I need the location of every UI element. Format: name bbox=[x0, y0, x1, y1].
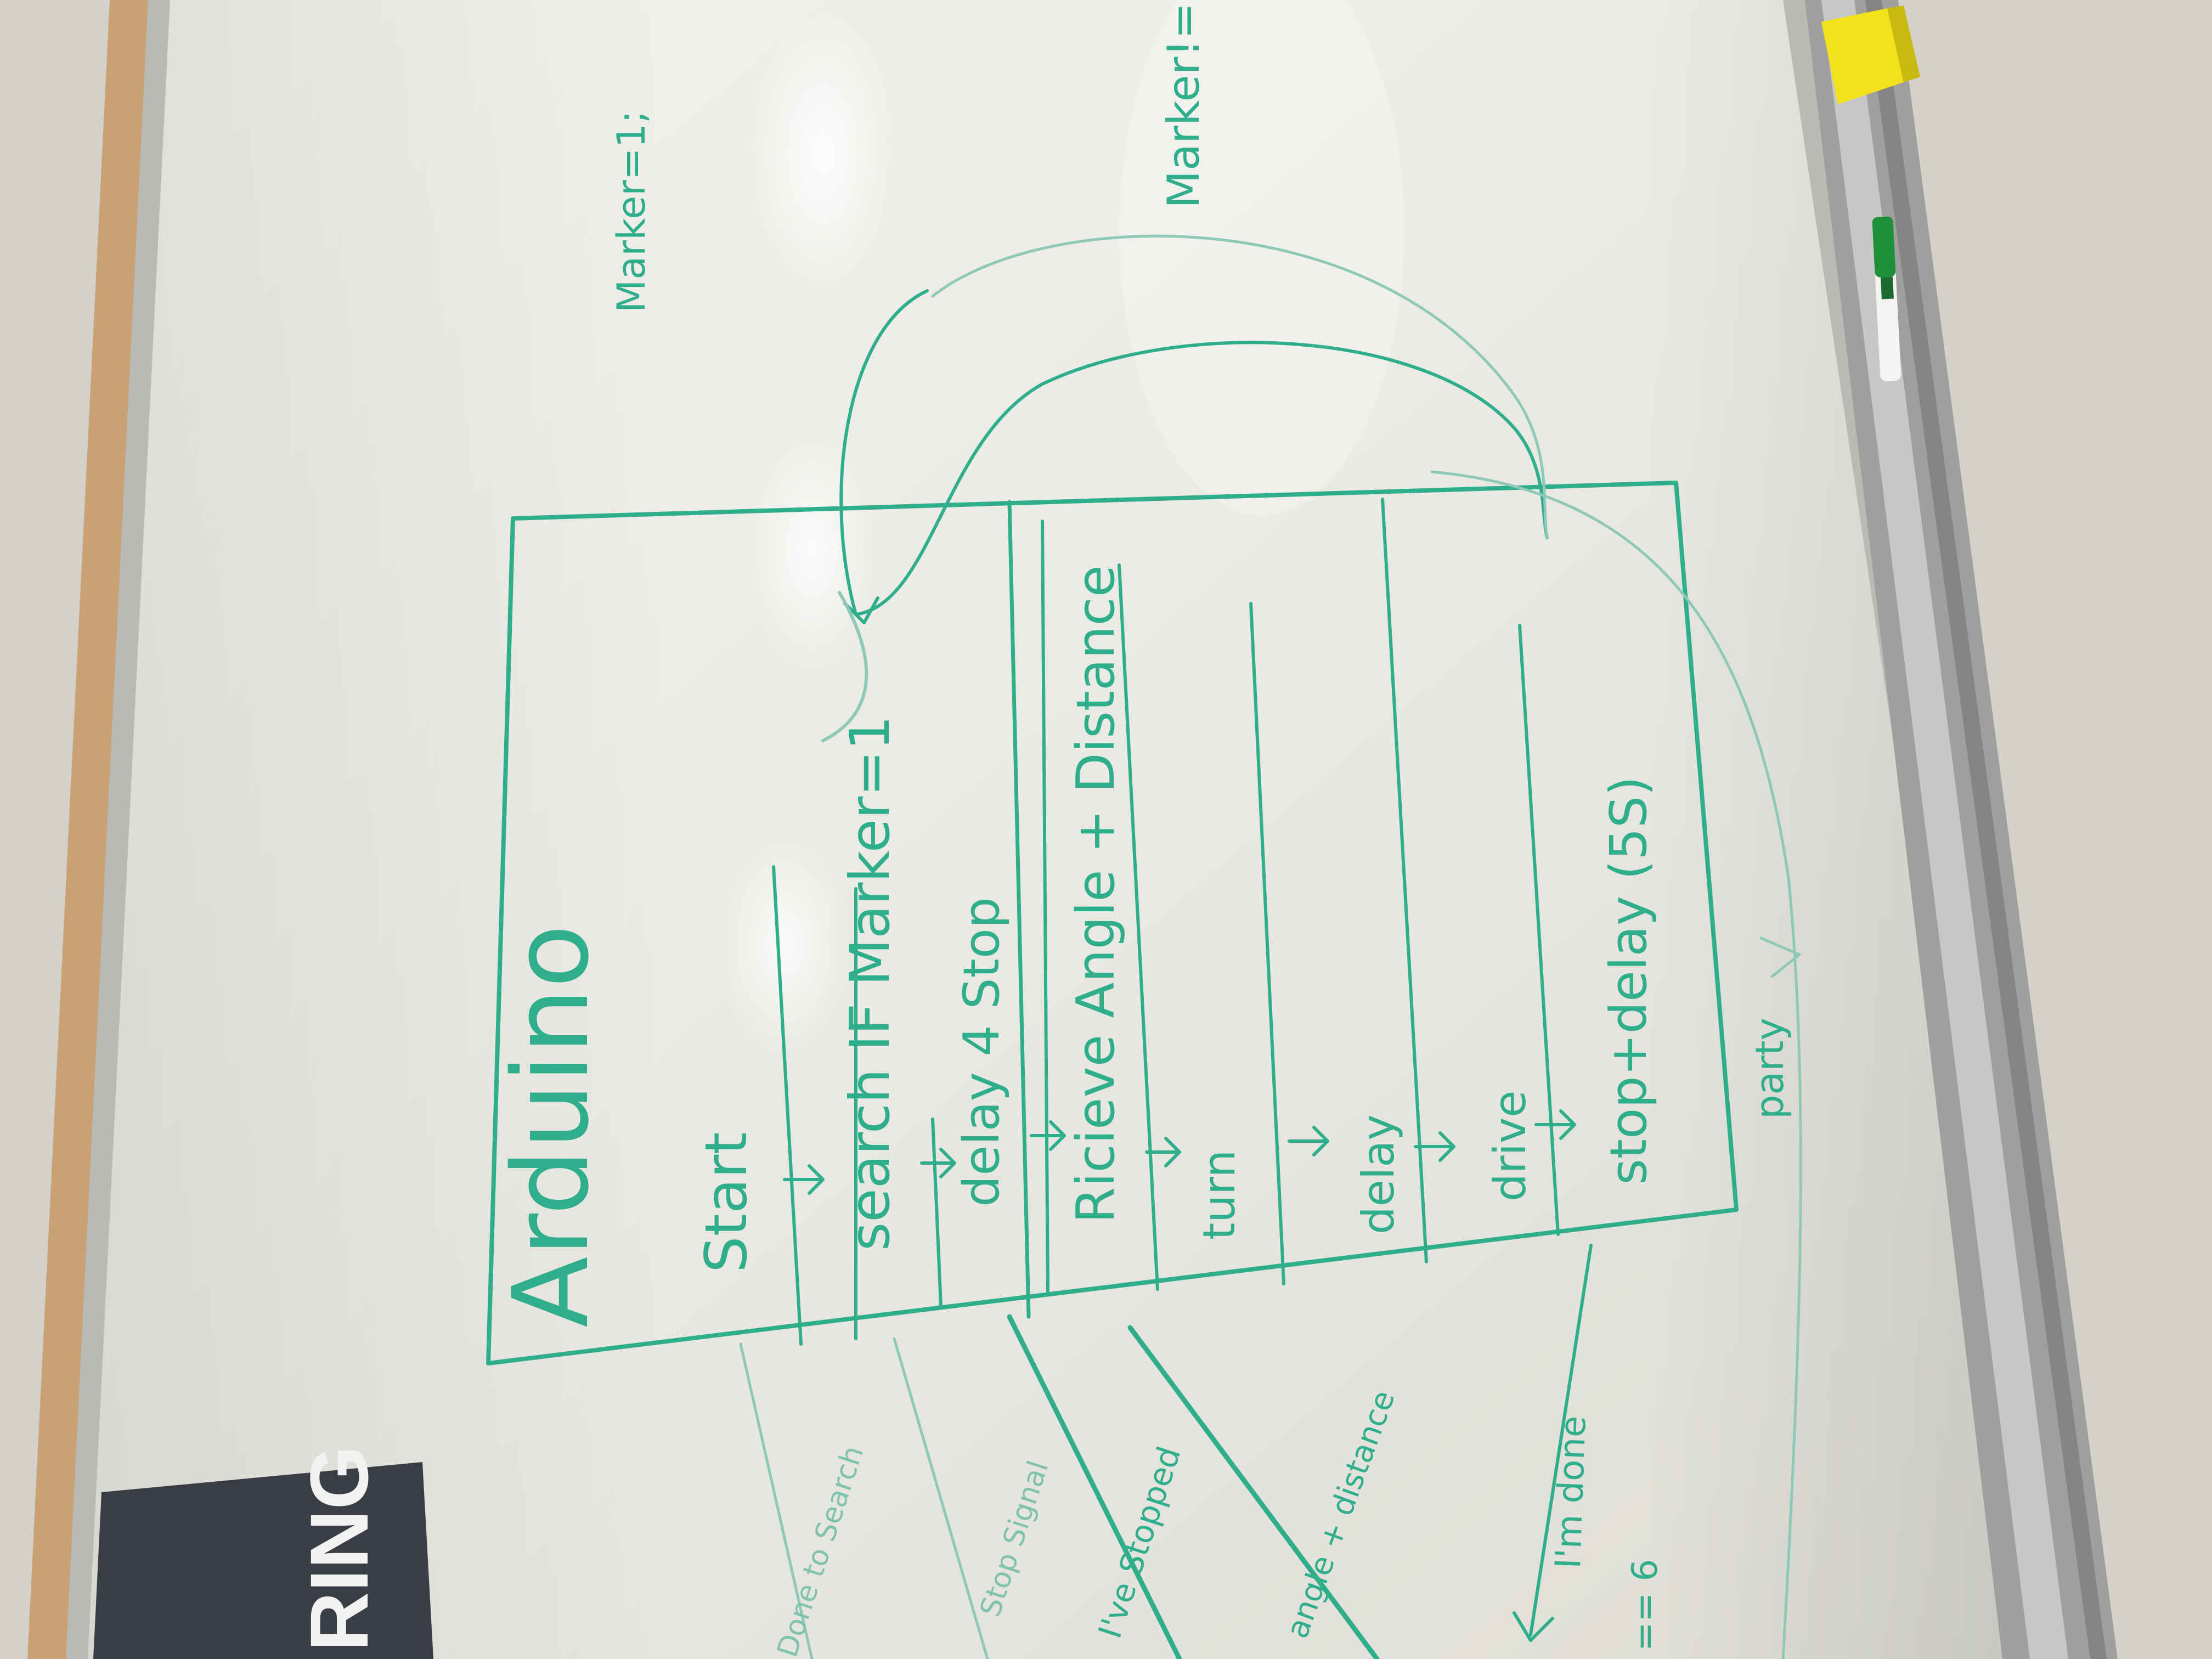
message-arrows bbox=[739, 1244, 1593, 1659]
loop-arrow-upper bbox=[839, 289, 929, 624]
msg-eq-six: == 6 bbox=[1625, 1559, 1666, 1651]
loop-curl bbox=[821, 591, 868, 742]
return-line bbox=[1430, 470, 1802, 1659]
note-party: party bbox=[1747, 1018, 1792, 1119]
step-search: search IF Marker=1 bbox=[838, 715, 902, 1251]
step-delay-stop: delay 4 Stop bbox=[953, 897, 1011, 1207]
step-stop-delay: stop+delay (5S) bbox=[1599, 776, 1658, 1185]
eraser-icon bbox=[1821, 5, 1920, 104]
step-drive: drive bbox=[1485, 1091, 1536, 1201]
msg-im-done: I'm done bbox=[1548, 1415, 1594, 1569]
step-arrows bbox=[783, 1109, 1576, 1195]
step-delay: delay bbox=[1353, 1114, 1404, 1234]
note-marker-eq: Marker=1; bbox=[609, 110, 654, 313]
title-divider bbox=[1007, 500, 1031, 1319]
sign-text: RING bbox=[293, 1446, 385, 1651]
cork-strip bbox=[27, 0, 154, 1659]
flowchart-box bbox=[486, 481, 1739, 1365]
step-start: Start bbox=[693, 1132, 760, 1273]
loop-arrow-outer bbox=[854, 341, 1549, 616]
flowchart-title: Arduino bbox=[490, 924, 612, 1328]
room-sign: RING bbox=[93, 1446, 433, 1659]
marker-pen-icon bbox=[1872, 216, 1901, 382]
step-receive: Ricieve Angle + Distance bbox=[1066, 565, 1126, 1223]
step-turn: turn bbox=[1194, 1150, 1245, 1240]
loop-arrow-faint bbox=[931, 234, 1549, 539]
note-marker-neq: Marker!=1 bbox=[1158, 0, 1209, 208]
